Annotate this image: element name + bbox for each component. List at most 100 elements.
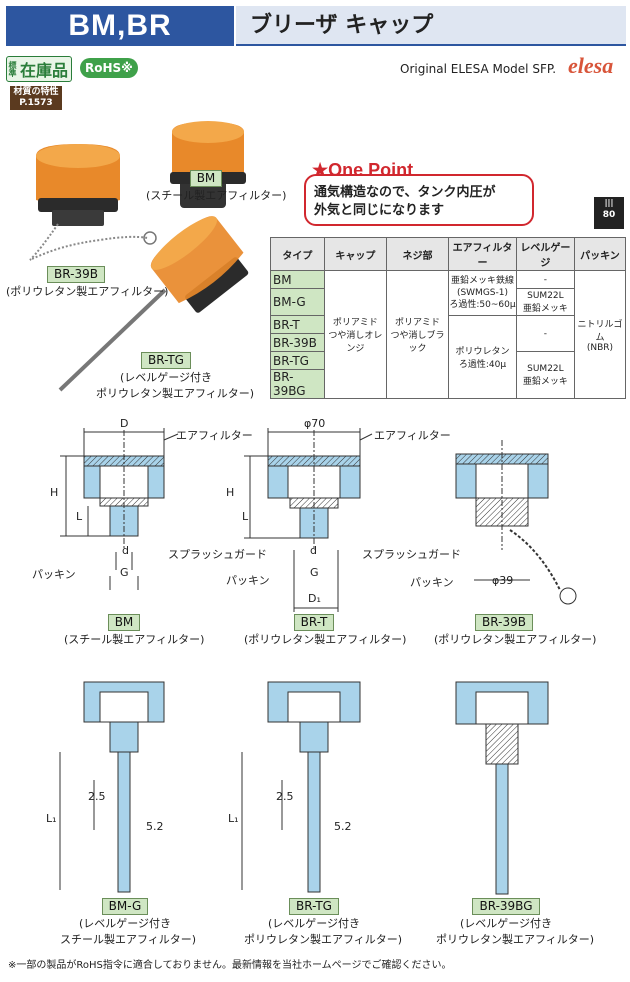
br39bg-drawing-desc-2: ポリウレタン製エアフィルター)	[436, 933, 595, 946]
dim-h-1: H	[50, 486, 59, 499]
dim-l1-2: L₁	[228, 812, 239, 825]
one-point-body: 通気構造なので、タンク内圧が 外気と同じになります	[304, 174, 534, 226]
bmg-drawing-caption: BM-G (レベルゲージ付き スチール製エアフィルター)	[60, 898, 196, 947]
label-air-filter-1: エアフィルター	[176, 429, 253, 442]
elesa-logo: elesa	[568, 53, 614, 78]
br39b-photo-desc: (ポリウレタン製エアフィルター)	[6, 285, 169, 298]
brtg-cap-photo	[58, 216, 249, 392]
br39b-photo-model: BR-39B	[47, 266, 105, 283]
br39bg-drawing	[455, 681, 549, 895]
stock-label: 在庫品	[20, 61, 69, 80]
bmg-drawing-desc-2: スチール製エアフィルター)	[60, 933, 197, 946]
br39b-drawing	[455, 440, 577, 605]
type-br-39bg: BR-39BG	[270, 369, 325, 399]
brtg-photo-desc-2: ポリウレタン製エアフィルター)	[96, 387, 255, 400]
brt-drawing	[244, 428, 373, 612]
type-br-tg: BR-TG	[270, 351, 325, 370]
br39b-drawing-caption: BR-39B (ポリウレタン製エアフィルター)	[434, 614, 596, 647]
br39b-drawing-desc: (ポリウレタン製エアフィルター)	[434, 633, 597, 646]
one-point-line-2: 外気と同じになります	[314, 203, 445, 218]
brtg-photo-desc-1: (レベルゲージ付き	[119, 371, 213, 384]
one-point-box: ★One Point 通気構造なので、タンク内圧が 外気と同じになります	[304, 160, 534, 226]
table-row: BR-39B	[270, 333, 626, 352]
technical-drawings	[59, 428, 577, 895]
br39b-photo-caption: BR-39B (ポリウレタン製エアフィルター)	[6, 266, 168, 299]
br39b-cap-photo	[29, 144, 157, 261]
bm-drawing-desc: (スチール製エアフィルター)	[64, 633, 205, 646]
material-badge[interactable]: 材質の特性 P.1573	[10, 86, 62, 110]
brtg-drawing	[241, 681, 361, 893]
dim-phi39: φ39	[492, 574, 514, 587]
bm-photo-model: BM	[189, 170, 223, 187]
bmg-drawing-desc-1: (レベルゲージ付き	[78, 917, 172, 930]
brtg-drawing-desc-1: (レベルゲージ付き	[267, 917, 361, 930]
br39b-drawing-model: BR-39B	[475, 614, 533, 631]
label-packing-2: パッキン	[226, 574, 270, 587]
product-photos	[29, 121, 249, 392]
table-row: BM ポリアミドつや消しオレンジ ポリアミドつや消しブラック 亜鉛メッキ鉄線(S…	[270, 270, 627, 399]
dim-d1: D₁	[308, 592, 321, 605]
brtg-photo-model: BR-TG	[141, 352, 191, 369]
footnote: ※一部の製品がRoHS指令に適合しておりません。最新情報を当社ホームページでご確…	[8, 960, 452, 971]
cap-material: ポリアミドつや消しオレンジ	[323, 270, 387, 399]
brtg-photo-caption: BR-TG (レベルゲージ付き ポリウレタン製エアフィルター)	[96, 352, 254, 401]
th-gauge: レベルゲージ	[515, 237, 575, 271]
material-page: P.1573	[19, 98, 53, 108]
dim-52-1: 5.2	[146, 820, 164, 833]
temperature-80-icon: ||| 80	[594, 197, 624, 229]
packing-material: ニトリルゴム(NBR)	[573, 270, 627, 399]
product-title: ブリーザ キャップ	[236, 6, 626, 46]
gauge-bm: -	[515, 270, 575, 289]
brt-drawing-model: BR-T	[293, 614, 335, 631]
br39bg-drawing-desc-1: (レベルゲージ付き	[459, 917, 553, 930]
dim-25-1: 2.5	[88, 790, 106, 803]
br39bg-drawing-model: BR-39BG	[472, 898, 540, 915]
type-br-t: BR-T	[270, 315, 325, 334]
dim-phi70: φ70	[304, 417, 326, 430]
bmg-drawing-model: BM-G	[101, 898, 149, 915]
table-row: BR-39BG	[270, 369, 626, 399]
dim-small-d-2: d	[310, 544, 317, 557]
rohs-badge: RoHS※	[80, 58, 138, 78]
dim-h-2: H	[226, 486, 235, 499]
th-packing: パッキン	[573, 237, 627, 271]
bm-drawing-caption: BM (スチール製エアフィルター)	[64, 614, 204, 647]
dim-l1-1: L₁	[46, 812, 57, 825]
original-model-text: Original ELESA Model SFP.	[400, 62, 557, 76]
type-bm-g: BM-G	[270, 288, 325, 316]
bm-drawing	[60, 428, 179, 590]
label-packing-1: パッキン	[32, 568, 76, 581]
dim-52-2: 5.2	[334, 820, 352, 833]
stock-badge: 標準 在庫品	[6, 56, 73, 82]
th-type: タイプ	[270, 237, 325, 271]
dim-25-2: 2.5	[276, 790, 294, 803]
gauge-br: -	[515, 315, 575, 352]
th-cap: キャップ	[323, 237, 387, 271]
bm-photo-caption: BM (スチール製エアフィルター)	[146, 170, 286, 203]
table-header-row: タイプ キャップ ネジ部 エアフィルター レベルゲージ パッキン	[270, 237, 627, 271]
br39bg-drawing-caption: BR-39BG (レベルゲージ付き ポリウレタン製エアフィルター)	[436, 898, 594, 947]
dim-d: D	[120, 417, 129, 430]
dim-g-1: G	[120, 566, 129, 579]
bm-drawing-model: BM	[107, 614, 141, 631]
model-title: BM,BR	[6, 6, 234, 46]
bm-photo-desc: (スチール製エアフィルター)	[146, 189, 287, 202]
brt-drawing-caption: BR-T (ポリウレタン製エアフィルター)	[244, 614, 406, 647]
label-air-filter-2: エアフィルター	[374, 429, 451, 442]
one-point-line-1: 通気構造なので、タンク内圧が	[314, 185, 496, 200]
filter-pu: ポリウレタンろ過性:40μ	[448, 315, 517, 399]
spec-table: タイプ キャップ ネジ部 エアフィルター レベルゲージ パッキン BM ポリアミ…	[270, 237, 627, 399]
stock-small-label: 標準	[8, 61, 17, 77]
table-row: BR-T ポリウレタンろ過性:40μ -	[270, 315, 626, 399]
temperature-80-label: 80	[602, 210, 616, 220]
label-splash-guard-2: スプラッシュガード	[362, 548, 461, 561]
material-label: 材質の特性	[13, 87, 59, 97]
label-splash-guard-1: スプラッシュガード	[168, 548, 267, 561]
brtg-drawing-model: BR-TG	[289, 898, 339, 915]
brtg-drawing-caption: BR-TG (レベルゲージ付き ポリウレタン製エアフィルター)	[244, 898, 402, 947]
filter-steel: 亜鉛メッキ鉄線(SWMGS-1)ろ過性:50~60μ	[448, 270, 517, 316]
